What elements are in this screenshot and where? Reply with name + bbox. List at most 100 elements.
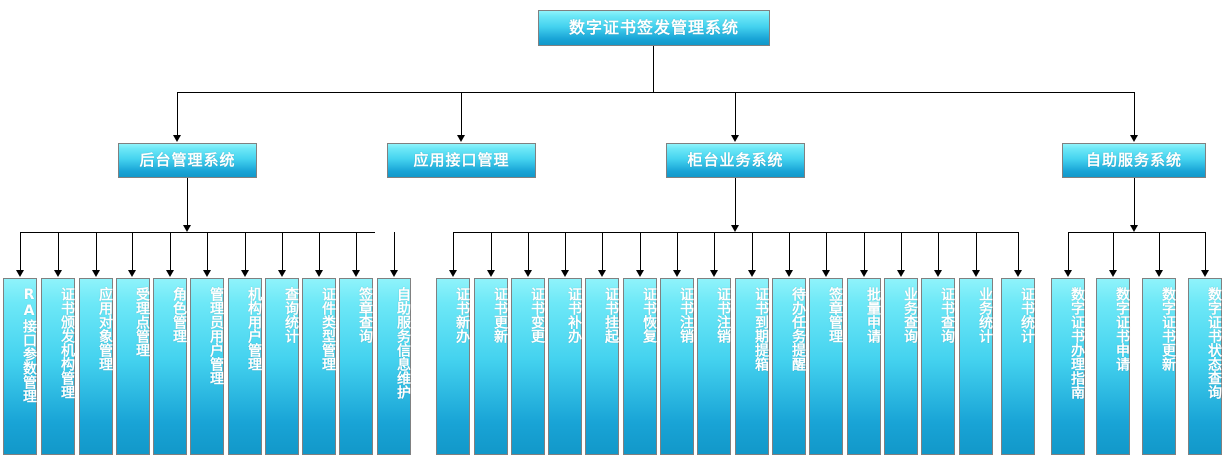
branch-node-label: 后台管理系统 xyxy=(139,150,236,169)
arrow-leaf-drop xyxy=(1064,270,1072,277)
leaf-node-digital-cert-guide[interactable]: 数字证书办理指南 xyxy=(1051,278,1085,455)
leaf-node-ra-interface-params[interactable]: RA接口参数管理 xyxy=(3,278,37,455)
leaf-node-cert-suspend[interactable]: 证书挂起 xyxy=(585,278,619,455)
leaf-node-label: 证书新办 xyxy=(454,287,470,343)
leaf-node-business-query[interactable]: 业务查询 xyxy=(884,278,918,455)
leaf-node-cert-statistics[interactable]: 证书统计 xyxy=(1001,278,1035,455)
arrow-leaf-drop xyxy=(166,270,174,277)
root-node-system[interactable]: 数字证书签发管理系统 xyxy=(538,10,770,46)
branch-node-self-service[interactable]: 自助服务系统 xyxy=(1062,143,1206,178)
leaf-node-self-service-info-maintenance[interactable]: 自助服务信息维护 xyxy=(377,278,411,455)
leaf-node-app-object-management[interactable]: 应用对象管理 xyxy=(79,278,113,455)
arrow-leaf-drop xyxy=(16,270,24,277)
branch-node-app-interface-management[interactable]: 应用接口管理 xyxy=(387,143,536,178)
arrow-leaf-drop xyxy=(203,270,211,277)
leaf-node-label: 证书恢复 xyxy=(641,287,657,343)
leaf-node-cert-revoke-1[interactable]: 证书注销 xyxy=(660,278,694,455)
leaf-node-ca-org-management[interactable]: 证书颁发机构管理 xyxy=(41,278,75,455)
leaf-node-cert-reissue[interactable]: 证书补办 xyxy=(548,278,582,455)
leaf-node-org-user-management[interactable]: 机构用户管理 xyxy=(228,278,262,455)
connector-root-stem xyxy=(653,46,654,92)
connector-leaf-drop xyxy=(901,232,902,271)
leaf-node-cert-change[interactable]: 证书变更 xyxy=(511,278,545,455)
leaf-node-label: 证书补办 xyxy=(566,287,582,343)
leaf-node-acceptance-point-management[interactable]: 受理点管理 xyxy=(116,278,150,455)
connector-branch2-drop xyxy=(461,92,462,136)
connector-leaf-drop xyxy=(394,232,395,271)
connector-leaf-drop xyxy=(938,232,939,271)
leaf-node-label: 证书挂起 xyxy=(603,287,619,343)
connector-leaf-drop xyxy=(356,232,357,271)
arrow-leaf-drop xyxy=(748,270,756,277)
connector-leaf-drop xyxy=(1068,232,1069,271)
arrow-group4-stem xyxy=(1130,225,1138,232)
leaf-node-cert-restore[interactable]: 证书恢复 xyxy=(623,278,657,455)
leaf-node-pending-task-reminder[interactable]: 待办任务提醒 xyxy=(772,278,806,455)
leaf-node-cert-type-management[interactable]: 证件类型管理 xyxy=(302,278,336,455)
arrow-leaf-drop xyxy=(934,270,942,277)
connector-leaf-drop xyxy=(453,232,454,271)
branch-node-backend-management[interactable]: 后台管理系统 xyxy=(118,143,257,178)
leaf-node-cert-query[interactable]: 证书查询 xyxy=(921,278,955,455)
connector-group3-stem xyxy=(735,178,736,226)
arrow-group1-stem xyxy=(183,225,191,232)
arrow-leaf-drop xyxy=(241,270,249,277)
arrow-leaf-drop xyxy=(822,270,830,277)
arrow-group3-stem xyxy=(731,225,739,232)
arrow-leaf-drop xyxy=(710,270,718,277)
connector-group1-bus xyxy=(20,232,375,233)
leaf-node-digital-cert-renewal[interactable]: 数字证书更新 xyxy=(1142,278,1176,455)
leaf-node-label: 证书统计 xyxy=(1019,287,1035,343)
leaf-node-batch-application[interactable]: 批量申请 xyxy=(847,278,881,455)
leaf-node-label: 数字证书更新 xyxy=(1160,287,1176,371)
leaf-node-label: 证书到期提箱 xyxy=(753,287,769,371)
leaf-node-query-statistics[interactable]: 查询统计 xyxy=(265,278,299,455)
leaf-node-seal-management[interactable]: 签章管理 xyxy=(809,278,843,455)
connector-leaf-drop xyxy=(170,232,171,271)
connector-leaf-drop xyxy=(491,232,492,271)
arrow-branch2 xyxy=(457,135,465,142)
arrow-leaf-drop xyxy=(1014,270,1022,277)
branch-node-label: 柜台业务系统 xyxy=(687,150,784,169)
arrow-leaf-drop xyxy=(54,270,62,277)
connector-leaf-drop xyxy=(132,232,133,271)
leaf-node-business-statistics[interactable]: 业务统计 xyxy=(959,278,993,455)
leaf-node-role-management[interactable]: 角色管理 xyxy=(153,278,187,455)
leaf-node-cert-revoke-2[interactable]: 证书注销 xyxy=(697,278,731,455)
connector-leaf-drop xyxy=(640,232,641,271)
connector-group1-stem xyxy=(187,178,188,226)
leaf-node-label: 管理员用户管理 xyxy=(208,287,224,385)
leaf-node-label: 批量申请 xyxy=(865,287,881,343)
leaf-node-digital-cert-application[interactable]: 数字证书申请 xyxy=(1096,278,1130,455)
leaf-node-label: 证书变更 xyxy=(529,287,545,343)
arrow-leaf-drop xyxy=(524,270,532,277)
leaf-node-label: 应用对象管理 xyxy=(97,287,113,371)
leaf-node-cert-expiry-reminder-box[interactable]: 证书到期提箱 xyxy=(735,278,769,455)
connector-leaf-drop xyxy=(245,232,246,271)
connector-leaf-drop xyxy=(1159,232,1160,271)
leaf-node-label: 数字证书状态查询 xyxy=(1206,287,1222,399)
leaf-node-cert-renewal[interactable]: 证书更新 xyxy=(474,278,508,455)
arrow-leaf-drop xyxy=(636,270,644,277)
leaf-node-seal-query[interactable]: 签章查询 xyxy=(339,278,373,455)
leaf-node-label: 证书查询 xyxy=(939,287,955,343)
arrow-leaf-drop xyxy=(598,270,606,277)
connector-top-bus xyxy=(177,92,1134,93)
arrow-leaf-drop xyxy=(449,270,457,277)
branch-node-counter-business[interactable]: 柜台业务系统 xyxy=(666,143,805,178)
connector-leaf-drop xyxy=(976,232,977,271)
connector-leaf-drop xyxy=(677,232,678,271)
connector-leaf-drop xyxy=(1018,232,1019,271)
arrow-branch4 xyxy=(1130,135,1138,142)
leaf-node-cert-new-application[interactable]: 证书新办 xyxy=(436,278,470,455)
leaf-node-admin-user-management[interactable]: 管理员用户管理 xyxy=(190,278,224,455)
connector-leaf-drop xyxy=(319,232,320,271)
leaf-node-label: 受理点管理 xyxy=(134,287,150,357)
connector-branch3-drop xyxy=(735,92,736,136)
arrow-leaf-drop xyxy=(785,270,793,277)
leaf-node-label: 待办任务提醒 xyxy=(790,287,806,371)
leaf-node-digital-cert-status-query[interactable]: 数字证书状态查询 xyxy=(1188,278,1222,455)
connector-leaf-drop xyxy=(864,232,865,271)
arrow-leaf-drop xyxy=(278,270,286,277)
